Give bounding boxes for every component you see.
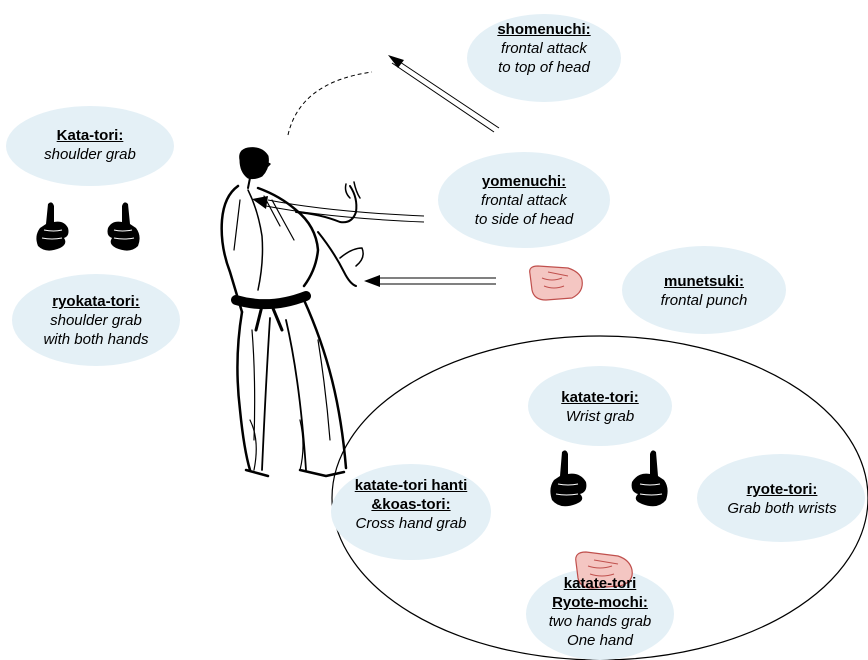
term-ryote-tori: ryote-tori: — [704, 480, 860, 499]
desc-shomenuchi-1: frontal attack — [474, 39, 614, 58]
desc-ryote-mochi-1: two hands grab — [532, 612, 668, 631]
desc-katate-tori-1: Wrist grab — [536, 407, 664, 426]
thumbs-up-icon-right-top — [108, 202, 140, 250]
term-ryote-mochi-2: Ryote-mochi: — [532, 593, 668, 612]
label-ryokata-tori: ryokata-tori: shoulder grab with both ha… — [18, 292, 174, 349]
yomenuchi-arrow — [252, 196, 424, 222]
thumbs-up-icon-left-top — [36, 202, 68, 250]
label-katate-tori-hanti: katate-tori hanti &koas-tori: Cross hand… — [336, 476, 486, 533]
desc-kata-tori-1: shoulder grab — [16, 145, 164, 164]
label-katate-tori: katate-tori: Wrist grab — [536, 388, 664, 426]
munetsuki-arrow — [364, 275, 496, 287]
term-kata-tori: Kata-tori: — [16, 126, 164, 145]
label-yomenuchi: yomenuchi: frontal attack to side of hea… — [444, 172, 604, 229]
desc-shomenuchi-2: to top of head — [474, 58, 614, 77]
term-katate-tori: katate-tori: — [536, 388, 664, 407]
term-ryokata-tori: ryokata-tori: — [18, 292, 174, 311]
term-munetsuki: munetsuki: — [632, 272, 776, 291]
term-katate-tori-hanti-2: &koas-tori: — [336, 495, 486, 514]
strike-arc-dashed — [288, 72, 372, 135]
label-munetsuki: munetsuki: frontal punch — [632, 272, 776, 310]
term-ryote-mochi-1: katate-tori — [532, 574, 668, 593]
thumbs-up-icon-right-bottom — [632, 450, 668, 506]
aikido-figure-icon — [222, 148, 363, 476]
label-kata-tori: Kata-tori: shoulder grab — [16, 126, 164, 164]
desc-ryote-mochi-2: One hand — [532, 631, 668, 650]
desc-yomenuchi-1: frontal attack — [444, 191, 604, 210]
desc-munetsuki-1: frontal punch — [632, 291, 776, 310]
thumbs-up-icon-left-bottom — [550, 450, 586, 506]
desc-ryokata-tori-1: shoulder grab — [18, 311, 174, 330]
desc-ryote-tori-1: Grab both wrists — [704, 499, 860, 518]
desc-yomenuchi-2: to side of head — [444, 210, 604, 229]
desc-ryokata-tori-2: with both hands — [18, 330, 174, 349]
desc-katate-tori-hanti-1: Cross hand grab — [336, 514, 486, 533]
label-ryote-tori: ryote-tori: Grab both wrists — [704, 480, 860, 518]
label-ryote-mochi: katate-tori Ryote-mochi: two hands grab … — [532, 574, 668, 650]
label-shomenuchi: shomenuchi: frontal attack to top of hea… — [474, 20, 614, 77]
term-yomenuchi: yomenuchi: — [444, 172, 604, 191]
term-katate-tori-hanti-1: katate-tori hanti — [336, 476, 486, 495]
fist-icon-munetsuki — [530, 266, 583, 300]
term-shomenuchi: shomenuchi: — [474, 20, 614, 39]
